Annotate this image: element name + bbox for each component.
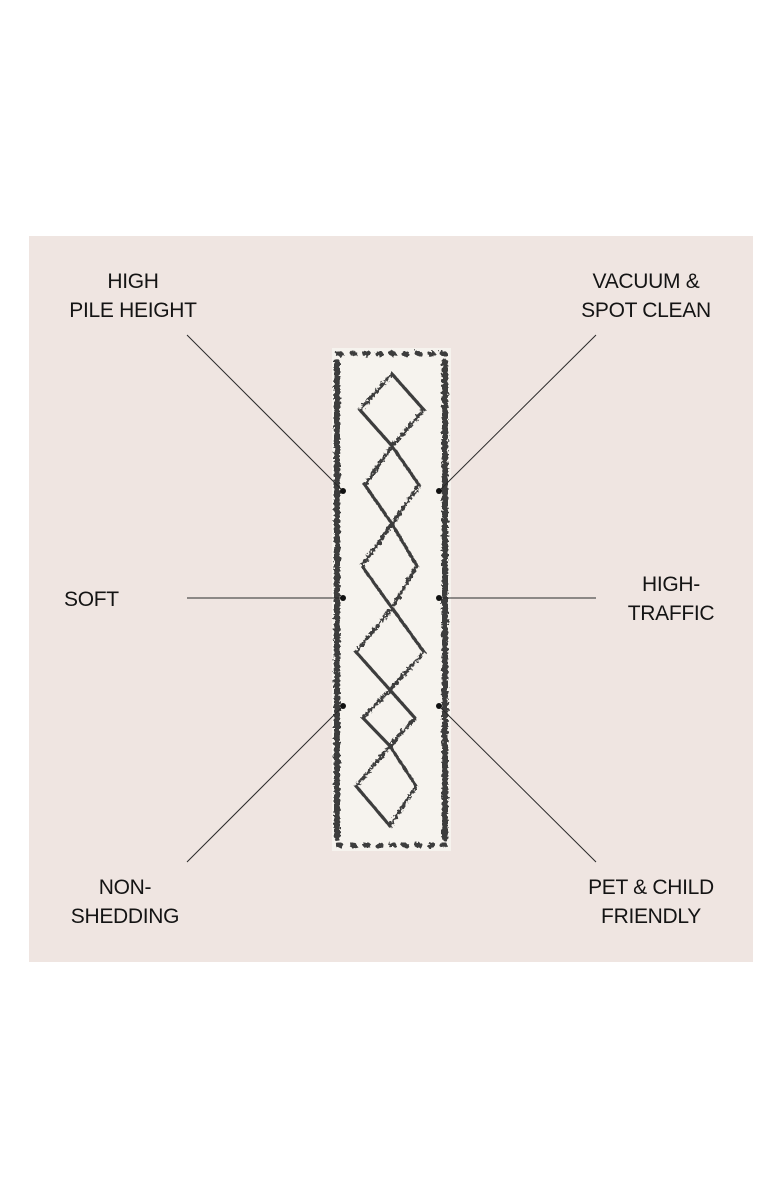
feature-vacuum: VACUUM & SPOT CLEAN (570, 267, 722, 325)
callout-dot-non-shedding (340, 703, 346, 709)
callout-dot-high-traffic (436, 595, 442, 601)
feature-pet-child-line1: PET & CHILD (588, 876, 714, 899)
feature-high-pile-line1: HIGH (107, 270, 159, 293)
callout-dot-soft (340, 595, 346, 601)
callout-dot-vacuum (436, 488, 442, 494)
rug-top-fringe (335, 350, 448, 357)
feature-soft-line1: SOFT (64, 588, 119, 611)
feature-high-pile: HIGH PILE HEIGHT (62, 267, 204, 325)
rug-bottom-fringe (335, 842, 448, 849)
feature-vacuum-line1: VACUUM & (592, 270, 700, 293)
callout-dots (340, 488, 442, 709)
callout-line-vacuum (438, 334, 597, 492)
callout-line-non-shedding (186, 705, 344, 863)
feature-non-shedding-line1: NON- (98, 876, 152, 899)
feature-high-traffic: HIGH- TRAFFIC (616, 570, 726, 628)
feature-vacuum-line2: SPOT CLEAN (581, 299, 711, 322)
feature-pet-child: PET & CHILD FRIENDLY (578, 873, 724, 931)
feature-non-shedding-line2: SHEDDING (70, 905, 180, 928)
callout-dot-pet-child (436, 703, 442, 709)
feature-high-traffic-line2: TRAFFIC (627, 602, 715, 625)
callout-line-high-pile (186, 334, 344, 492)
rug-diamond-pattern (353, 371, 427, 829)
feature-pet-child-line2: FRIENDLY (601, 905, 701, 928)
feature-soft: SOFT (64, 585, 119, 614)
callout-line-pet-child (438, 705, 597, 863)
feature-high-pile-line2: PILE HEIGHT (69, 299, 197, 322)
feature-non-shedding: NON- SHEDDING (60, 873, 190, 931)
callout-lines (186, 334, 597, 863)
feature-high-traffic-line1: HIGH- (642, 573, 700, 596)
rug-body (332, 348, 451, 851)
callout-dot-high-pile (340, 488, 346, 494)
